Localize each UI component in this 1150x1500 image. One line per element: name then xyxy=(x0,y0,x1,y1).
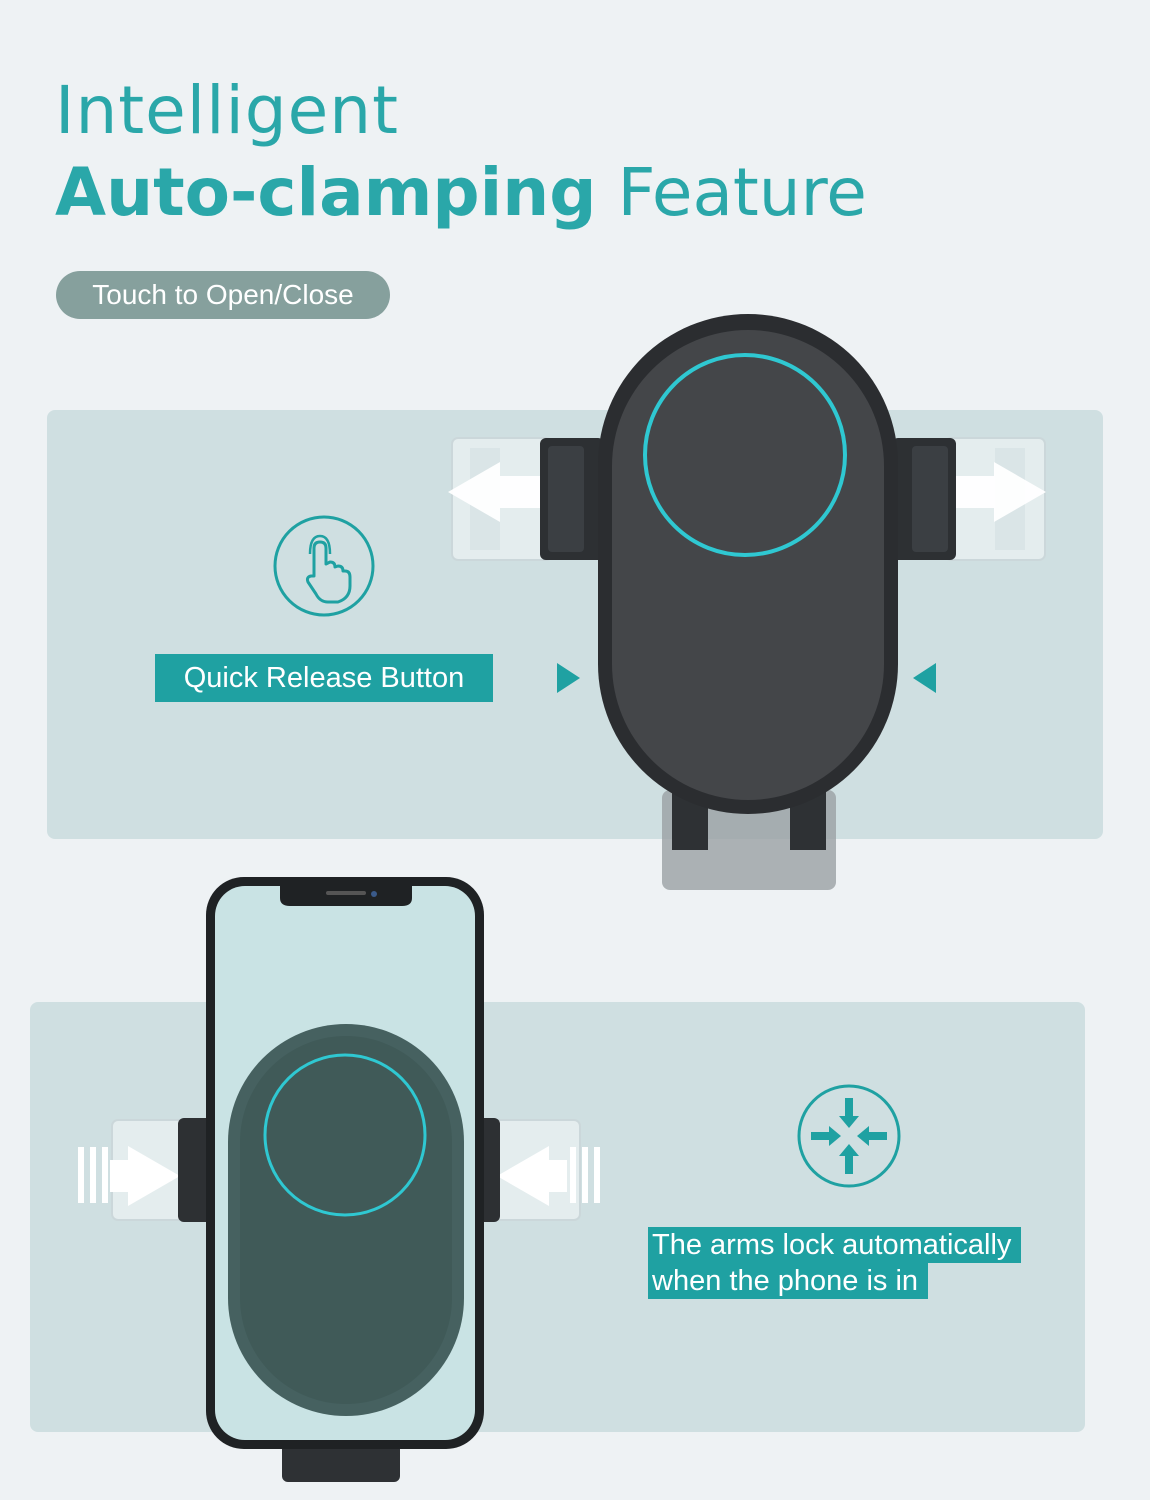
quick-release-label: Quick Release Button xyxy=(155,654,493,702)
right-arm xyxy=(892,438,956,560)
auto-lock-label-line-1: The arms lock automatically xyxy=(648,1227,1022,1263)
left-arm xyxy=(540,438,604,560)
arrow-right-in xyxy=(497,1146,567,1206)
title-line-1: Intelligent xyxy=(55,72,399,149)
mode-pill: Touch to Open/Close xyxy=(56,271,390,319)
arrow-right-out xyxy=(954,462,1046,522)
title-rest-text: Feature xyxy=(617,154,867,231)
title-bold-text: Auto-clamping xyxy=(55,154,597,231)
pointer-right-triangle xyxy=(913,663,936,693)
title-line-2: Auto-clamping Feature xyxy=(55,160,867,226)
motion-lines xyxy=(78,1147,600,1203)
auto-lock-label-line-2: when the phone is in xyxy=(648,1263,929,1299)
charging-coil-ring xyxy=(643,353,847,557)
arrow-left-in xyxy=(110,1146,180,1206)
touch-hand-icon xyxy=(273,515,375,617)
pointer-left-triangle xyxy=(557,663,580,693)
charging-coil-ring-bottom xyxy=(263,1053,427,1217)
arrow-left-out xyxy=(448,462,540,522)
converging-arrows-icon xyxy=(797,1084,901,1188)
